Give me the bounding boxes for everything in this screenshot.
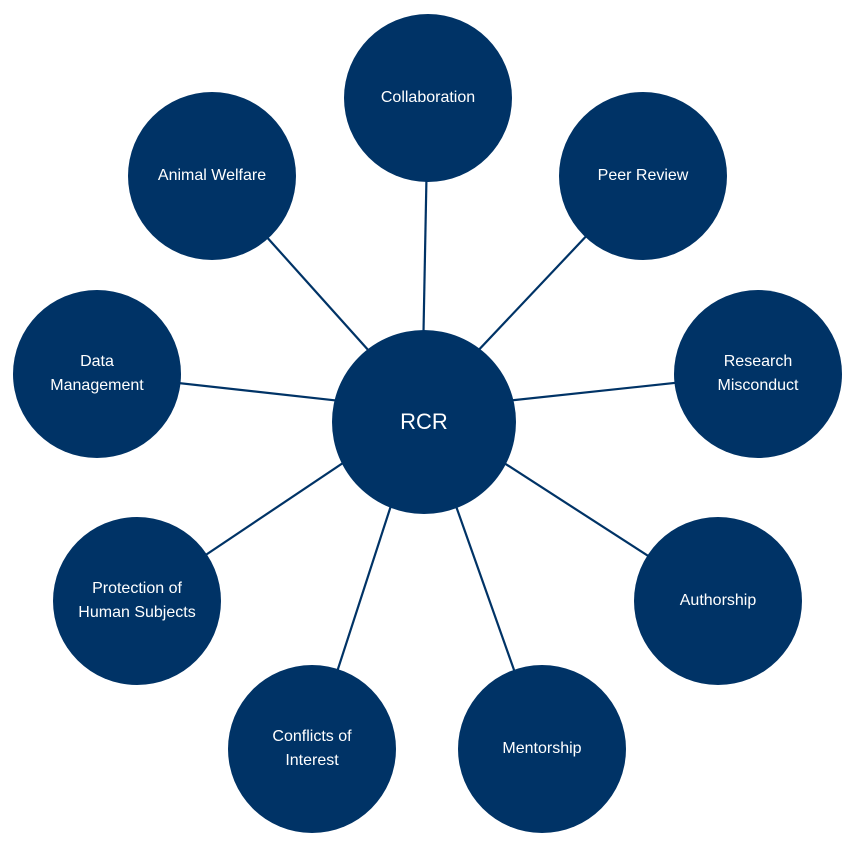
node-collaboration-label: Collaboration [380, 89, 476, 106]
center-rcr-label: RCR [400, 409, 448, 434]
node-research-misconduct-label: Research Misconduct [717, 353, 799, 394]
node-center-rcr: RCR [332, 330, 516, 514]
node-research-misconduct: Research Misconduct [674, 290, 842, 458]
node-animal-welfare: Animal Welfare [128, 92, 296, 260]
node-peer-review-label: Peer Review [597, 167, 689, 184]
node-data-management-label: Data Management [50, 353, 144, 394]
node-data-management: Data Management [13, 290, 181, 458]
node-conflicts-of-interest: Conflicts of Interest [228, 665, 396, 833]
node-protection-of-human-subjects: Protection of Human Subjects [53, 517, 221, 685]
node-collaboration: Collaboration [344, 14, 512, 182]
node-conflicts-of-interest-label: Conflicts of Interest [272, 728, 352, 769]
node-mentorship: Mentorship [458, 665, 626, 833]
node-protection-of-human-subjects-label: Protection of Human Subjects [78, 580, 196, 621]
node-peer-review: Peer Review [559, 92, 727, 260]
node-mentorship-label: Mentorship [502, 740, 582, 757]
node-animal-welfare-label: Animal Welfare [157, 167, 267, 184]
node-authorship-label: Authorship [679, 592, 757, 609]
node-authorship: Authorship [634, 517, 802, 685]
